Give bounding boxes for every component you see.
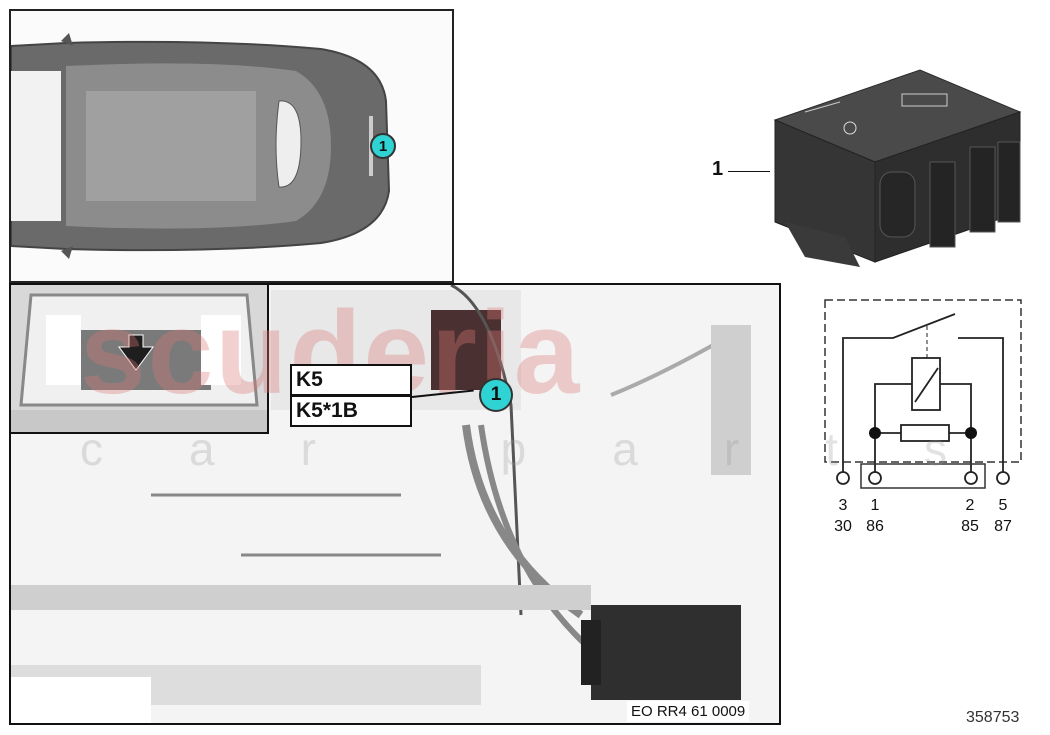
terminal-86: 86 (866, 518, 884, 535)
terminal-30: 30 (834, 518, 852, 535)
pin-number-3: 3 (838, 497, 848, 514)
arrow-down-icon (118, 334, 154, 371)
relay-wiring-schematic (815, 296, 1030, 496)
blank-corner (11, 677, 151, 723)
document-number: 358753 (966, 709, 1020, 726)
part-leader-line (728, 171, 770, 172)
connector-label-k5-1b: K5*1B (290, 395, 412, 427)
terminal-85: 85 (961, 518, 979, 535)
pin-number-5: 5 (998, 497, 1008, 514)
pin-number-1: 1 (870, 497, 880, 514)
vehicle-top-view-panel: 1 (9, 9, 454, 283)
part-number-label: 1 (712, 158, 724, 180)
car-top-view-illustration (10, 33, 391, 259)
part-callout-car[interactable]: 1 (370, 133, 396, 159)
illustration-reference: EO RR4 61 0009 (627, 701, 750, 722)
terminal-87: 87 (994, 518, 1012, 535)
part-callout-location[interactable]: 1 (479, 378, 513, 412)
pin-number-2: 2 (965, 497, 975, 514)
trunk-overview-inset (9, 283, 269, 434)
relay-product-image (770, 62, 1040, 272)
component-label-k5: K5 (290, 364, 412, 396)
